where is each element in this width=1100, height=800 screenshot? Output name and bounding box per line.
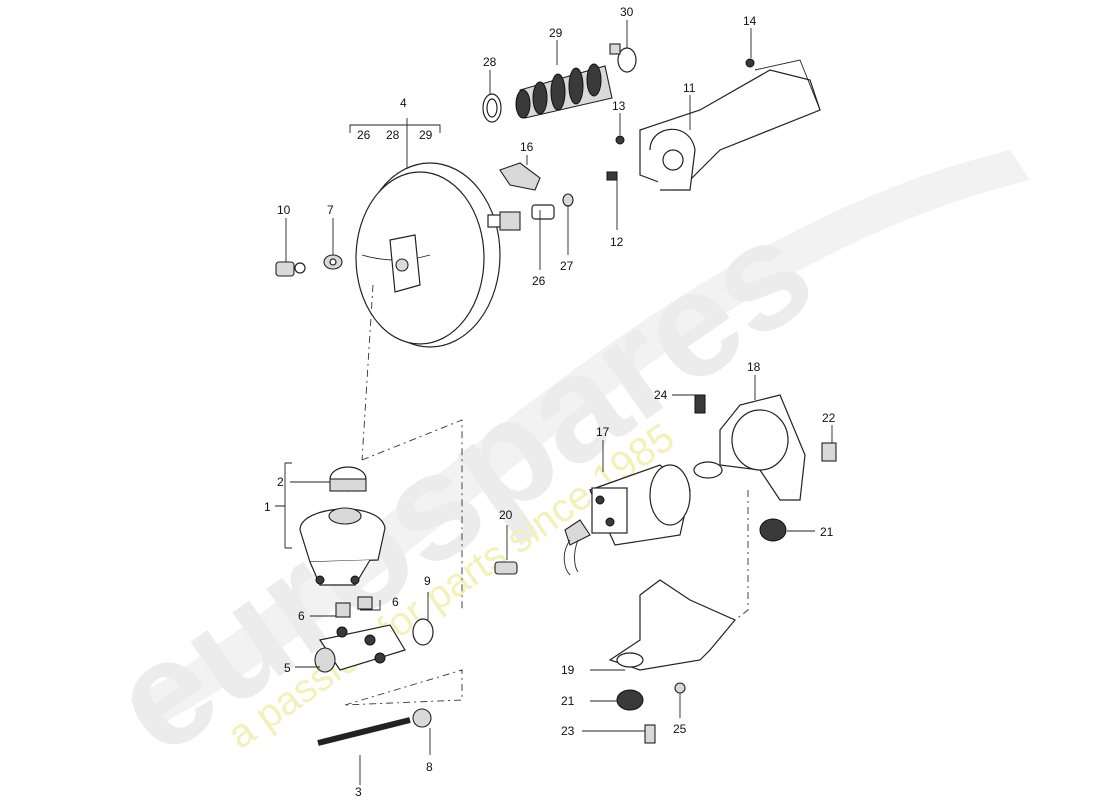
hydraulic-unit-17 <box>563 464 691 576</box>
callout-29: 29 <box>549 26 563 40</box>
clip-22 <box>821 442 837 462</box>
callout-3: 3 <box>355 785 362 799</box>
group4-item-28: 28 <box>386 128 400 142</box>
callout-5: 5 <box>284 661 291 675</box>
callout-18: 18 <box>747 360 761 374</box>
callout-22: 22 <box>822 411 836 425</box>
master-cylinder-5 <box>314 624 406 673</box>
callout-8: 8 <box>426 760 433 774</box>
bolt-20 <box>494 561 518 575</box>
clevis-26 <box>531 204 555 220</box>
callout-26: 26 <box>532 274 546 288</box>
boot-and-clamps <box>482 43 637 123</box>
reservoir-1 <box>299 466 386 586</box>
watermark: eurospares a passion for parts since 198… <box>82 150 1030 786</box>
bracket-18 <box>693 394 806 501</box>
callout-16: 16 <box>520 140 534 154</box>
mount-21a <box>759 518 787 542</box>
callout-28: 28 <box>483 55 497 69</box>
group4-item-26: 26 <box>357 128 371 142</box>
callout-11: 11 <box>683 81 696 95</box>
bolt-24 <box>694 394 706 414</box>
callout-21a: 21 <box>820 525 834 539</box>
callout-20: 20 <box>499 508 513 522</box>
vacuum-hose <box>273 254 343 432</box>
callout-12: 12 <box>610 235 624 249</box>
pedal-bracket-11 <box>606 58 821 191</box>
bolt-25 <box>674 682 686 694</box>
callout-19: 19 <box>561 663 575 677</box>
mount-21b <box>616 689 644 711</box>
callout-2: 2 <box>277 475 284 489</box>
callout-24: 24 <box>654 388 668 402</box>
nut-14 <box>745 58 755 68</box>
callout-30: 30 <box>620 5 634 19</box>
seal-6a <box>335 602 351 618</box>
bracket-19 <box>608 579 736 744</box>
callout-7: 7 <box>327 203 334 217</box>
callout-23: 23 <box>561 724 575 738</box>
seal-6b <box>357 596 373 610</box>
leader-lines <box>275 20 833 785</box>
callout-labels: 1 2 3 5 6 6 7 8 9 10 11 12 13 14 16 17 1… <box>264 5 836 799</box>
nut-8 <box>412 708 432 728</box>
callout-6b: 6 <box>392 595 399 609</box>
nut-13 <box>615 135 625 145</box>
callout-17: 17 <box>596 425 610 439</box>
brake-booster: 4 26 28 29 <box>349 96 574 348</box>
group4-item-29: 29 <box>419 128 433 142</box>
assembly-lines <box>344 284 749 706</box>
bolt-12 <box>606 171 618 181</box>
callout-9: 9 <box>424 574 431 588</box>
callout-27: 27 <box>560 259 574 273</box>
callout-13: 13 <box>612 99 626 113</box>
bolt-23 <box>644 724 656 744</box>
stud-3 <box>317 717 411 746</box>
callout-1: 1 <box>264 500 271 514</box>
callout-25: 25 <box>673 722 687 736</box>
callout-10: 10 <box>277 203 291 217</box>
callout-4: 4 <box>400 96 407 110</box>
callout-14: 14 <box>743 14 757 28</box>
nut-27 <box>562 193 574 207</box>
clamp-30 <box>617 47 637 73</box>
o-ring-9 <box>412 618 434 646</box>
callout-21b: 21 <box>561 694 575 708</box>
callout-6a: 6 <box>298 609 305 623</box>
gasket-16 <box>499 162 541 191</box>
